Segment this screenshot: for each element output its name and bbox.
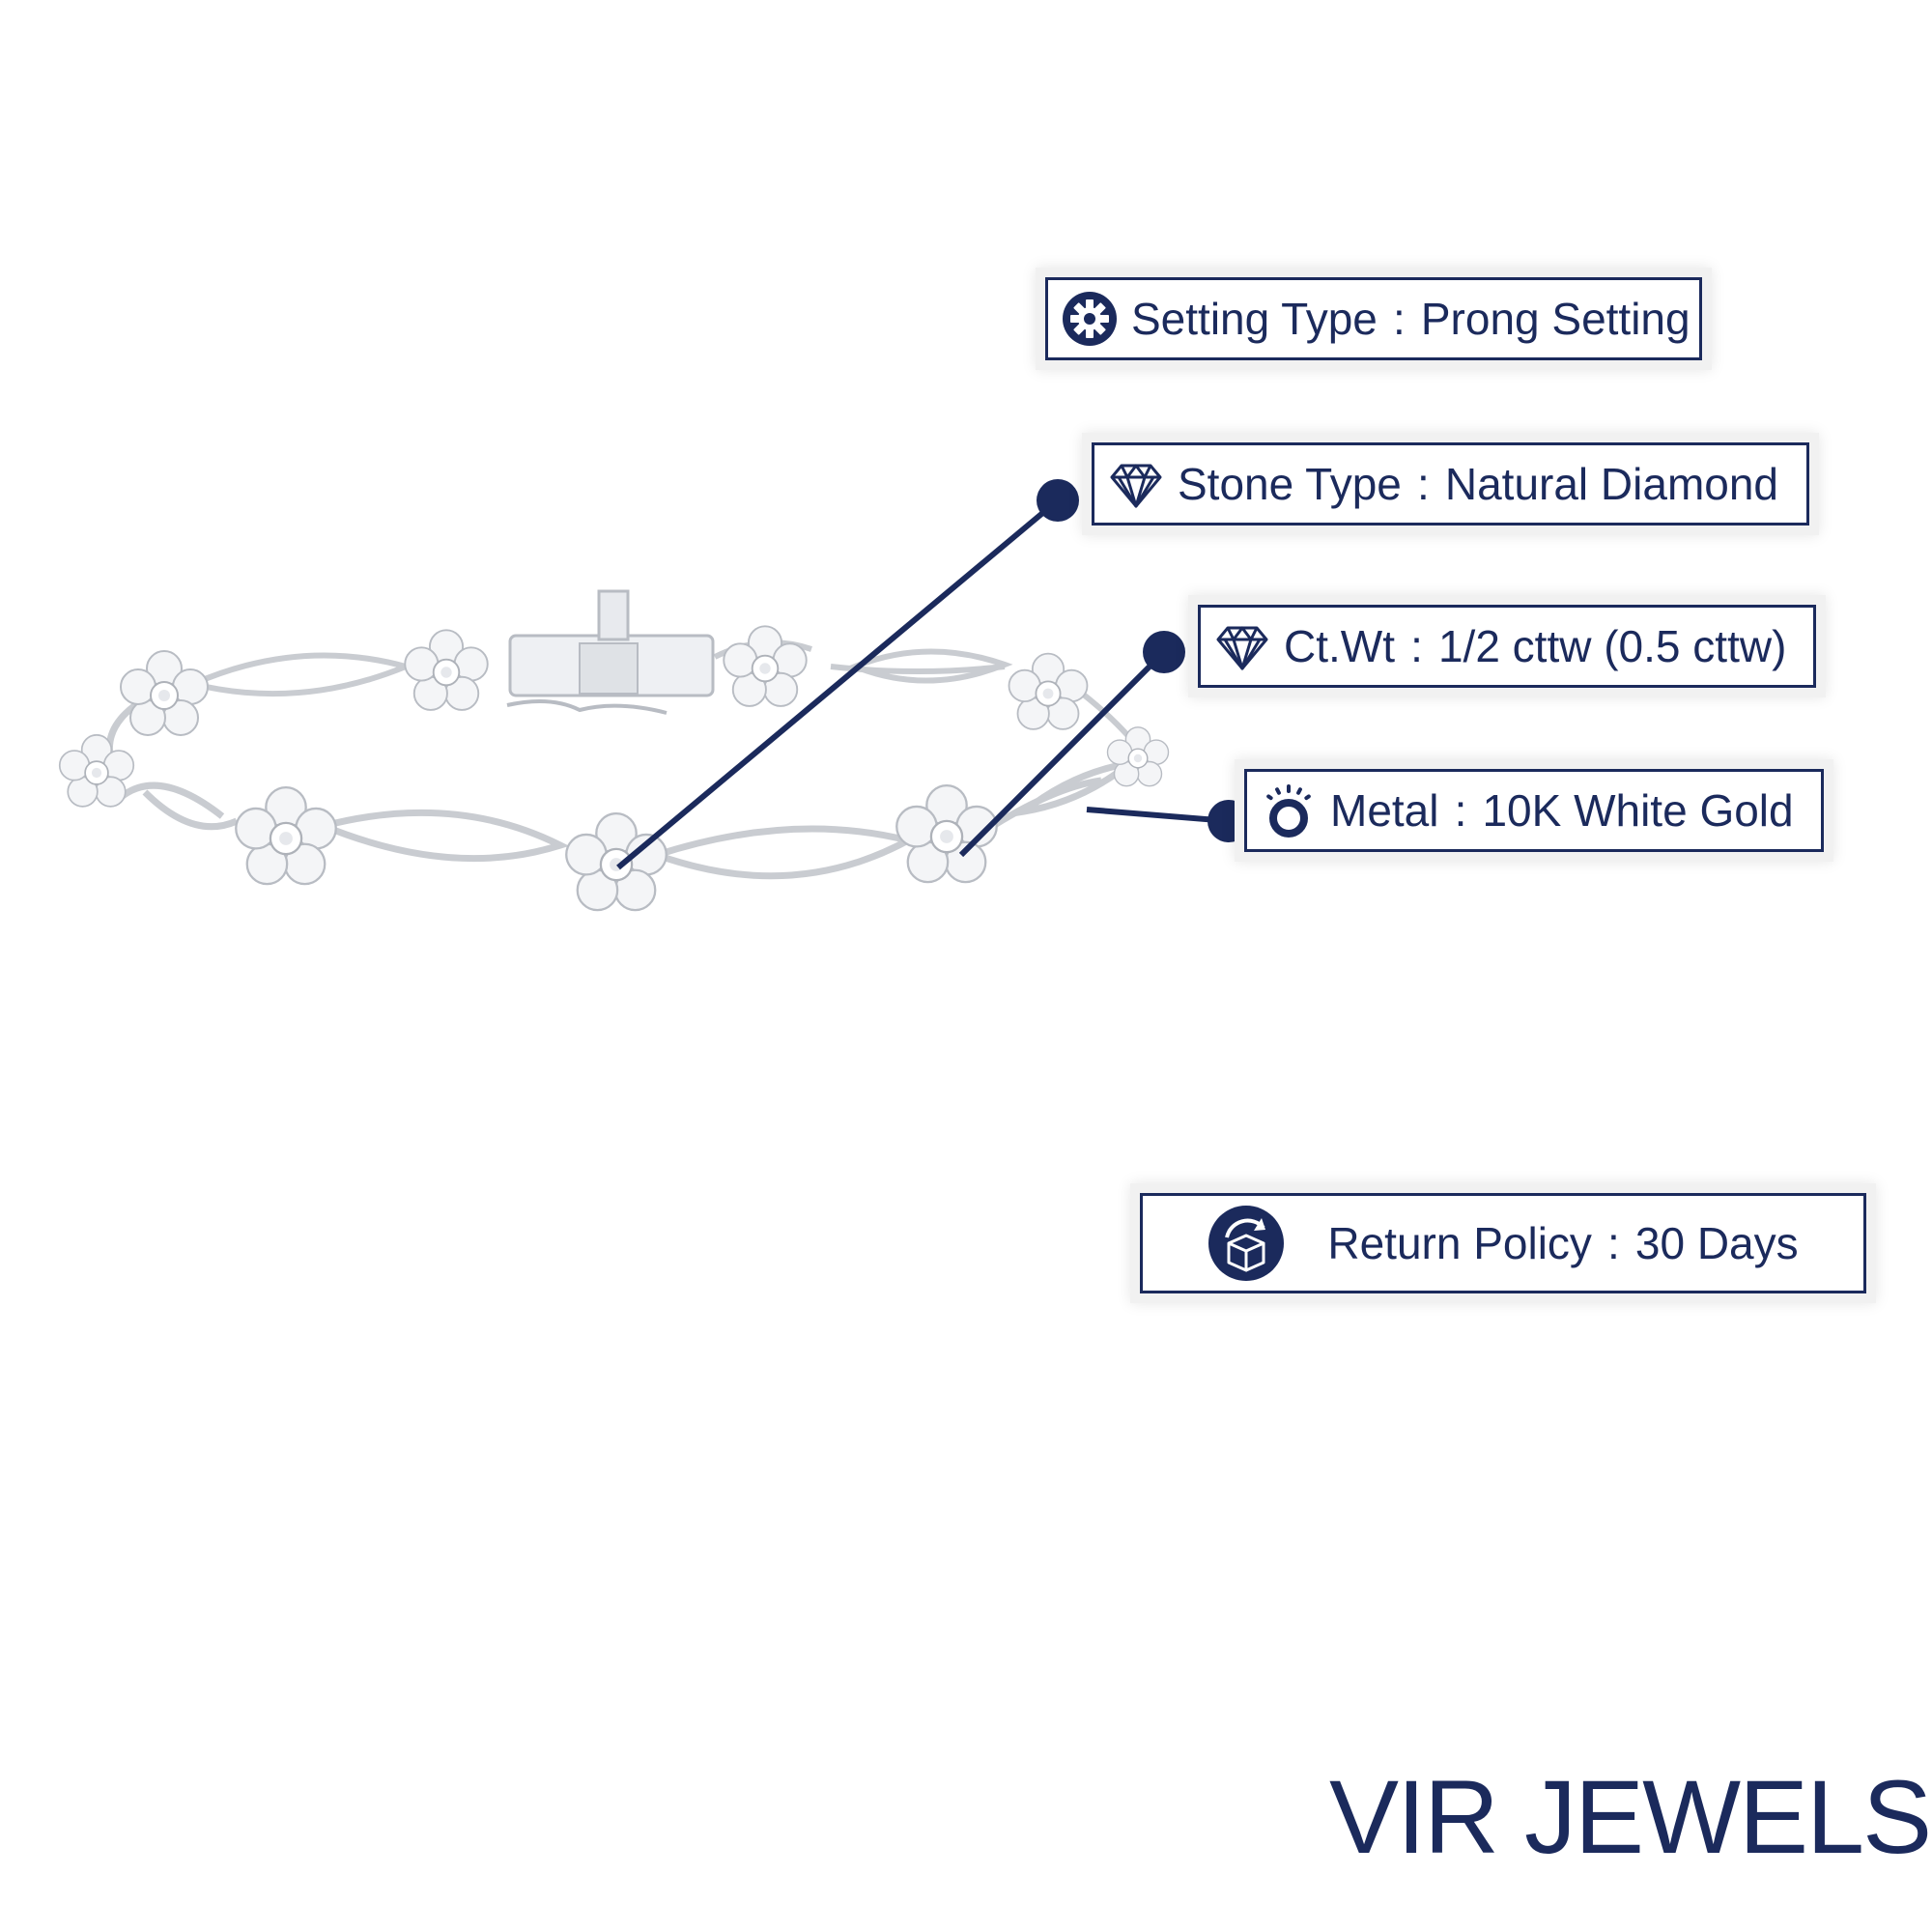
bracelet-flower xyxy=(58,734,135,808)
bracelet-flower xyxy=(723,625,808,707)
diamond-icon xyxy=(1108,456,1164,512)
spec-setting-type: Setting Type : Prong Setting xyxy=(1036,268,1712,370)
spec-separator: : xyxy=(1392,294,1406,344)
callout-stone xyxy=(616,479,1079,870)
bracelet-flower xyxy=(565,811,668,912)
spec-separator: : xyxy=(1410,621,1423,671)
ring-icon xyxy=(1261,782,1317,838)
spec-label: Ct.Wt xyxy=(1284,621,1395,671)
gear-icon xyxy=(1062,291,1118,347)
brand-name: VIR JEWELS xyxy=(1329,1758,1932,1875)
bracelet-flower xyxy=(1008,652,1089,730)
bracelet-flower xyxy=(1106,726,1170,787)
bracelet-flower xyxy=(120,650,209,736)
spec-value: Prong Setting xyxy=(1420,294,1690,344)
bracelet-clasp xyxy=(506,589,715,715)
spec-label: Return Policy xyxy=(1327,1218,1592,1268)
spec-label: Metal xyxy=(1330,785,1439,836)
bracelet-flower xyxy=(404,629,489,711)
callout-metal xyxy=(1086,800,1250,842)
diamond-icon xyxy=(1214,618,1270,674)
spec-value: 10K White Gold xyxy=(1482,785,1794,836)
spec-value: 30 Days xyxy=(1634,1218,1799,1268)
spec-value: Natural Diamond xyxy=(1444,459,1779,509)
bracelet-flower xyxy=(235,785,337,886)
spec-separator: : xyxy=(1607,1218,1620,1268)
spec-carat-weight: Ct.Wt : 1/2 cttw (0.5 cttw) xyxy=(1188,595,1826,697)
spec-separator: : xyxy=(1454,785,1467,836)
spec-stone-type: Stone Type : Natural Diamond xyxy=(1082,433,1819,535)
spec-separator: : xyxy=(1416,459,1430,509)
callout-ctwt xyxy=(958,631,1185,858)
brand-logo: VIR JEWELS® xyxy=(1329,1756,1932,1877)
spec-value: 1/2 cttw (0.5 cttw) xyxy=(1437,621,1787,671)
spec-label: Setting Type xyxy=(1131,294,1378,344)
spec-metal: Metal : 10K White Gold xyxy=(1235,759,1833,862)
spec-label: Stone Type xyxy=(1178,459,1402,509)
return-box-icon xyxy=(1208,1205,1285,1282)
spec-return-policy: Return Policy : 30 Days xyxy=(1130,1183,1876,1303)
